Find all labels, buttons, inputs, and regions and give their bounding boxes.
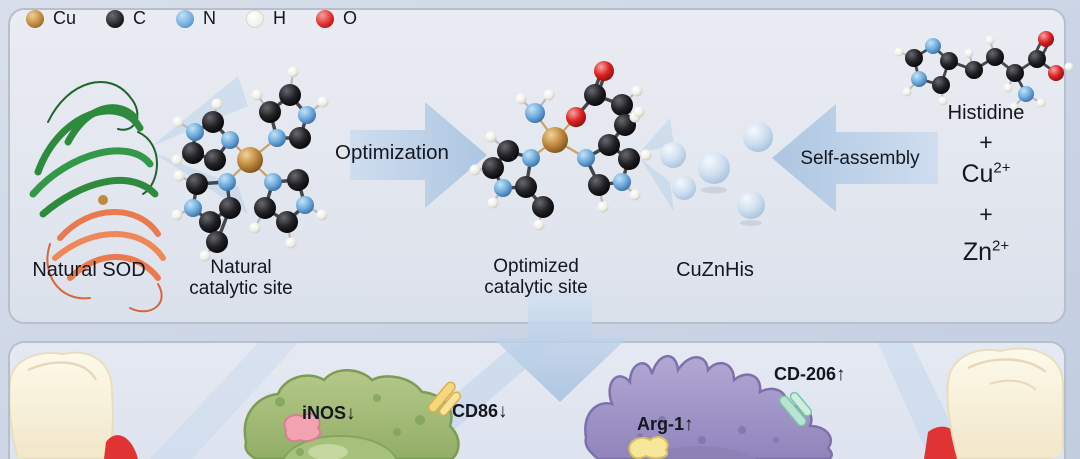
natural-sod-label: Natural SOD [32,259,146,281]
inos-marker: iNOS↓ [302,403,356,424]
cd206-marker: CD-206↑ [774,364,846,385]
n-atom-icon [176,9,195,28]
optimized-site-label: Optimized catalytic site [455,256,617,299]
plus-sign-2: + [979,201,993,227]
legend-label-cu: Cu [53,8,77,28]
cuznhis-label: CuZnHis [676,259,754,281]
natural-site-label-line1: Natural [210,257,272,278]
up-arrow-glyph: ↑ [836,364,846,385]
h-atom-icon [246,9,265,28]
cu-atom-icon [26,9,44,28]
legend-item-cu: Cu [26,8,76,29]
zn-ion-label: Zn2+ [962,237,1010,266]
legend-item-o: O [316,8,357,29]
down-arrow-glyph: ↓ [346,403,356,424]
legend-label-c: C [133,8,147,28]
atom-legend: Cu C N H O [26,8,357,29]
optimized-site-label-line2: catalytic site [484,277,588,299]
legend-label-h: H [273,8,287,28]
natural-site-label-line2: catalytic site [189,278,293,300]
down-arrow-glyph: ↓ [498,401,508,422]
legend-item-n: N [176,8,216,29]
optimization-label: Optimization [335,141,449,164]
legend-item-c: C [106,8,146,29]
self-assembly-label: Self-assembly [800,148,920,169]
legend-label-o: O [343,8,358,28]
c-atom-icon [106,9,125,28]
legend-item-h: H [246,8,286,29]
macrophage-panel [8,341,1066,459]
arg1-marker: Arg-1↑ [637,414,694,435]
cd86-marker: CD86↓ [452,401,508,422]
plus-sign-1: + [979,129,993,155]
cu-ion-label: Cu2+ [961,159,1011,188]
legend-label-n: N [203,8,217,28]
o-atom-icon [316,9,335,28]
up-arrow-glyph: ↑ [684,414,694,435]
optimized-site-label-line1: Optimized [493,256,579,277]
natural-site-label: Natural catalytic site [160,257,322,300]
histidine-label: Histidine [947,102,1025,124]
